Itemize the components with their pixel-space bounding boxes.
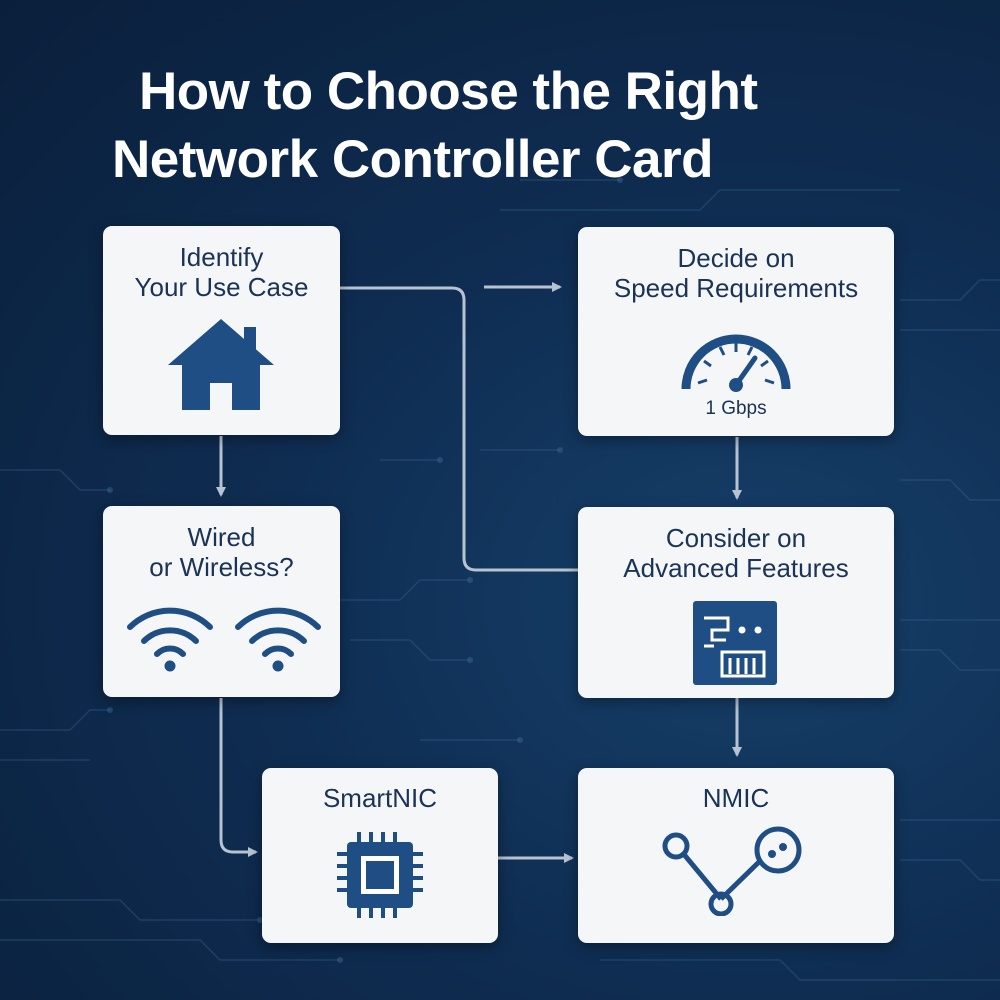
step-speed-card: Decide on Speed Requirements 1 Gbps: [578, 227, 894, 436]
chip-icon: [337, 832, 423, 918]
wifi-icon: [127, 607, 213, 672]
step-use-case-card: Identify Your Use Case: [103, 226, 340, 435]
house-icon: [168, 319, 274, 410]
step-use-case-label: Identify Your Use Case: [134, 242, 309, 302]
wifi-icon: [235, 607, 321, 672]
connector-wired-to-smartnic: [219, 698, 258, 857]
nmic-label: NMIC: [702, 783, 770, 813]
step-advanced-label: Consider on Advanced Features: [623, 523, 849, 583]
speedometer-icon: [681, 334, 791, 392]
step-wired-wireless-label: Wired or Wireless?: [149, 522, 294, 582]
nmic-card: NMIC: [578, 768, 894, 943]
smartnic-card: SmartNIC: [262, 768, 498, 943]
step-advanced-card: Consider on Advanced Features: [578, 507, 894, 698]
title-line-2: Network Controller Card: [112, 130, 714, 189]
nodes-icon: [662, 826, 802, 916]
connector-usecase-to-advanced: [340, 286, 580, 572]
page-title: How to Choose the Right Network Controll…: [112, 58, 758, 194]
title-line-1: How to Choose the Right: [139, 62, 758, 121]
step-wired-wireless-card: Wired or Wireless?: [103, 506, 340, 697]
network-card-icon: [693, 601, 777, 685]
smartnic-label: SmartNIC: [322, 783, 438, 813]
step-speed-label: Decide on Speed Requirements: [613, 243, 859, 303]
speed-value-label: 1 Gbps: [705, 398, 767, 419]
